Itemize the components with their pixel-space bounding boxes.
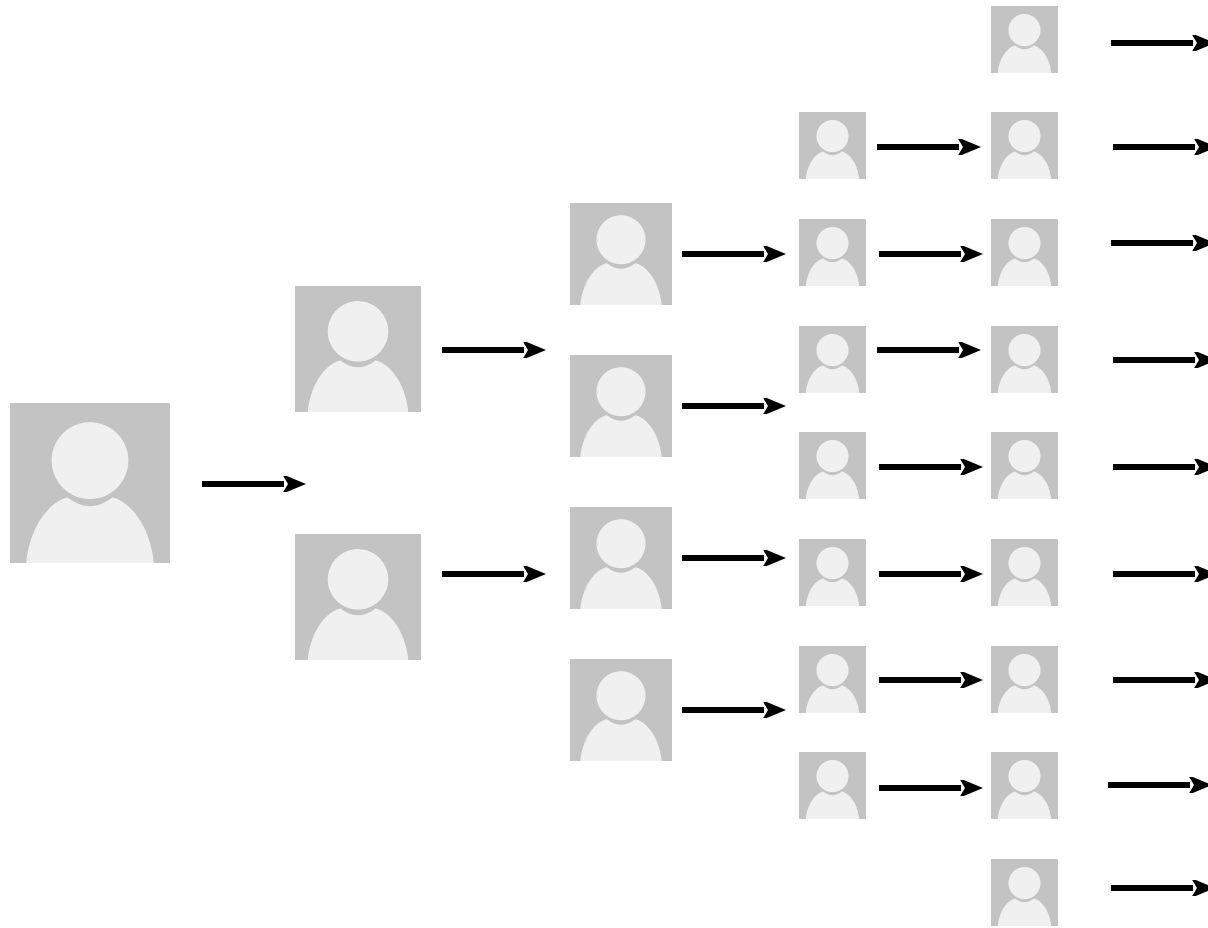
user-silhouette-icon — [799, 432, 866, 499]
avatar-level-5-17 — [991, 219, 1058, 286]
right-arrow-icon — [1113, 352, 1208, 368]
user-silhouette-icon — [799, 219, 866, 286]
right-arrow-icon — [1113, 672, 1208, 688]
right-arrow-icon — [682, 398, 786, 414]
user-silhouette-icon — [295, 286, 421, 412]
user-silhouette-icon — [991, 539, 1058, 606]
arrow-23 — [1111, 880, 1208, 896]
right-arrow-icon — [877, 139, 981, 155]
arrow-19 — [1113, 459, 1208, 475]
user-silhouette-icon — [570, 355, 672, 457]
arrow-10 — [877, 342, 981, 358]
user-silhouette-icon — [799, 326, 866, 393]
avatar-level-5-16 — [991, 112, 1058, 179]
right-arrow-icon — [442, 566, 546, 582]
avatar-level-3-4 — [570, 203, 672, 305]
arrow-16 — [1113, 139, 1208, 155]
avatar-level-5-22 — [991, 752, 1058, 819]
arrow-14 — [879, 780, 983, 796]
avatar-level-5-21 — [991, 646, 1058, 713]
avatar-level-5-19 — [991, 432, 1058, 499]
arrow-11 — [879, 459, 983, 475]
user-silhouette-icon — [570, 203, 672, 305]
user-silhouette-icon — [991, 646, 1058, 713]
right-arrow-icon — [1108, 777, 1208, 793]
arrow-2 — [442, 342, 546, 358]
user-silhouette-icon — [991, 112, 1058, 179]
arrow-15 — [1111, 35, 1208, 51]
avatar-level-5-20 — [991, 539, 1058, 606]
arrow-4 — [682, 246, 786, 262]
arrow-6 — [682, 550, 786, 566]
user-silhouette-icon — [570, 659, 672, 761]
avatar-level-4-14 — [799, 752, 866, 819]
avatar-level-5-15 — [991, 6, 1058, 73]
right-arrow-icon — [879, 672, 983, 688]
arrow-12 — [879, 566, 983, 582]
user-silhouette-icon — [991, 859, 1058, 926]
user-silhouette-icon — [10, 403, 170, 563]
user-silhouette-icon — [799, 752, 866, 819]
right-arrow-icon — [1113, 566, 1208, 582]
arrow-7 — [682, 702, 786, 718]
right-arrow-icon — [682, 246, 786, 262]
right-arrow-icon — [202, 476, 306, 492]
arrow-1 — [202, 476, 306, 492]
arrow-22 — [1108, 777, 1208, 793]
avatar-level-2-2 — [295, 286, 421, 412]
right-arrow-icon — [879, 459, 983, 475]
arrow-20 — [1113, 566, 1208, 582]
avatar-level-3-5 — [570, 355, 672, 457]
arrow-21 — [1113, 672, 1208, 688]
user-silhouette-icon — [295, 534, 421, 660]
avatar-level-4-9 — [799, 219, 866, 286]
user-silhouette-icon — [799, 539, 866, 606]
user-silhouette-icon — [991, 219, 1058, 286]
user-silhouette-icon — [991, 6, 1058, 73]
right-arrow-icon — [1113, 459, 1208, 475]
arrow-8 — [877, 139, 981, 155]
right-arrow-icon — [1111, 235, 1208, 251]
right-arrow-icon — [879, 780, 983, 796]
right-arrow-icon — [877, 342, 981, 358]
user-silhouette-icon — [991, 432, 1058, 499]
arrow-5 — [682, 398, 786, 414]
arrow-18 — [1113, 352, 1208, 368]
right-arrow-icon — [879, 246, 983, 262]
avatar-level-3-7 — [570, 659, 672, 761]
right-arrow-icon — [1111, 880, 1208, 896]
avatar-level-3-6 — [570, 507, 672, 609]
avatar-level-4-8 — [799, 112, 866, 179]
right-arrow-icon — [879, 566, 983, 582]
user-silhouette-icon — [570, 507, 672, 609]
right-arrow-icon — [682, 702, 786, 718]
user-silhouette-icon — [799, 646, 866, 713]
avatar-level-5-18 — [991, 326, 1058, 393]
avatar-level-1-1 — [10, 403, 170, 563]
arrow-17 — [1111, 235, 1208, 251]
user-silhouette-icon — [799, 112, 866, 179]
avatar-level-4-11 — [799, 432, 866, 499]
user-silhouette-icon — [991, 752, 1058, 819]
right-arrow-icon — [1111, 35, 1208, 51]
arrow-9 — [879, 246, 983, 262]
arrow-13 — [879, 672, 983, 688]
arrow-3 — [442, 566, 546, 582]
avatar-level-4-13 — [799, 646, 866, 713]
right-arrow-icon — [1113, 139, 1208, 155]
avatar-level-2-3 — [295, 534, 421, 660]
avatar-level-4-10 — [799, 326, 866, 393]
avatar-level-5-23 — [991, 859, 1058, 926]
right-arrow-icon — [682, 550, 786, 566]
avatar-level-4-12 — [799, 539, 866, 606]
user-silhouette-icon — [991, 326, 1058, 393]
right-arrow-icon — [442, 342, 546, 358]
